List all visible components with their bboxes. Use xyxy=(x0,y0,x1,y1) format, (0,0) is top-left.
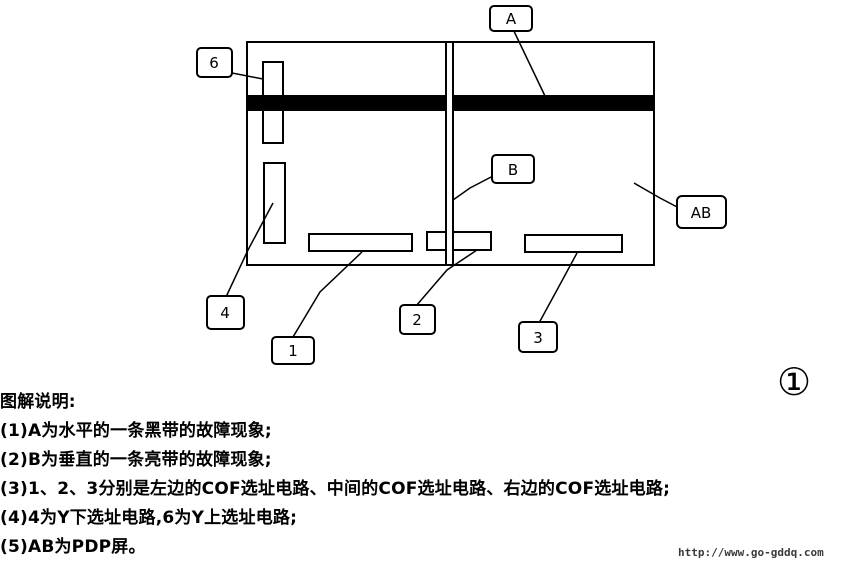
callout-ab-box xyxy=(676,195,727,229)
legend-item: (3)1、2、3分别是左边的COF选址电路、中间的COF选址电路、右边的COF选… xyxy=(0,479,671,499)
callout-3-leader xyxy=(538,252,578,324)
callout-a-box xyxy=(489,5,533,32)
legend-title: 图解说明: xyxy=(0,392,76,412)
cof-left-circuit xyxy=(308,233,413,252)
callout-4-box xyxy=(206,295,245,330)
legend-item: (2)B为垂直的一条亮带的故障现象; xyxy=(0,450,272,470)
callout-b-leader xyxy=(452,175,494,201)
legend: 图解说明: (1)A为水平的一条黑带的故障现象; (2)B为垂直的一条亮带的故障… xyxy=(0,388,859,562)
callout-a-label: A xyxy=(506,10,517,28)
callout-4-label: 4 xyxy=(220,304,230,322)
horizontal-black-band-right xyxy=(453,95,654,111)
callout-b-label: B xyxy=(508,161,518,179)
callout-1-leader xyxy=(292,251,363,338)
callout-4-leader xyxy=(225,202,274,298)
callout-ab-leader xyxy=(633,182,680,209)
callout-1-box xyxy=(271,336,315,365)
horizontal-black-band-left xyxy=(247,95,446,111)
callout-2-leader xyxy=(415,249,478,307)
callout-ab-label: AB xyxy=(691,204,712,222)
callout-6-label: 6 xyxy=(209,54,219,72)
pdp-fault-diagram: A 6 B AB 4 1 2 3 xyxy=(196,5,727,365)
callout-3-box xyxy=(518,321,558,353)
source-url: http://www.go-gddq.com xyxy=(678,546,824,559)
figure-number: ① xyxy=(776,360,812,404)
cof-middle-circuit-left-part xyxy=(426,231,447,251)
y-lower-scan-circuit xyxy=(263,162,286,244)
legend-item: (5)AB为PDP屏。 xyxy=(0,537,146,557)
callout-2-box xyxy=(399,304,436,335)
callout-b-box xyxy=(491,154,535,184)
cof-right-circuit xyxy=(524,234,623,253)
cof-middle-circuit xyxy=(452,231,492,251)
callout-6-box xyxy=(196,47,233,78)
callout-2-label: 2 xyxy=(412,311,422,329)
callout-3-label: 3 xyxy=(533,329,543,347)
legend-item: (1)A为水平的一条黑带的故障现象; xyxy=(0,421,272,441)
legend-item: (4)4为Y下选址电路,6为Y上选址电路; xyxy=(0,508,298,528)
callout-a-leader xyxy=(501,26,546,97)
callout-1-label: 1 xyxy=(288,342,298,360)
pdp-screen xyxy=(246,41,655,266)
